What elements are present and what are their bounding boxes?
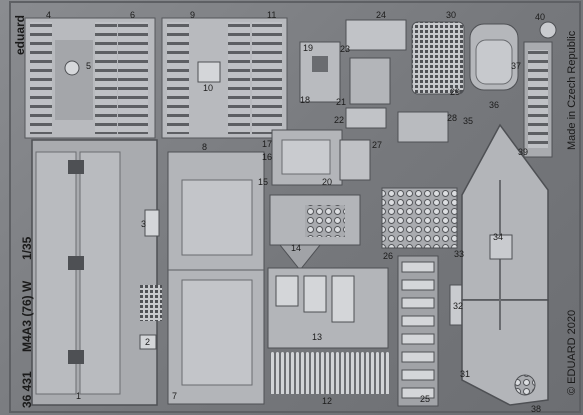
part-number: 30: [446, 10, 457, 20]
part-26-28-dot-grids: [381, 111, 458, 249]
part-number: 27: [372, 140, 383, 150]
part-number: 31: [460, 369, 471, 379]
part-31-34-35-side-plate: [461, 123, 549, 406]
part-number: 28: [447, 113, 458, 123]
part-number: 34: [493, 232, 504, 242]
part-1-floor-panel: [31, 139, 162, 406]
origin-label: Made in Czech Republic: [566, 30, 578, 150]
fret-frame: [9, 1, 581, 413]
part-number: 40: [535, 12, 546, 22]
part-number: 24: [376, 10, 387, 20]
part-15-20-brackets: [271, 129, 371, 186]
kit-scale: 1/35: [20, 236, 34, 260]
part-number: 23: [340, 44, 351, 54]
copyright-label: © EDUARD 2020: [566, 309, 578, 395]
part-number: 7: [172, 391, 178, 401]
brand-logo: eduard: [13, 14, 27, 55]
part-number: 32: [453, 301, 464, 311]
part-number: 26: [383, 251, 394, 261]
part-number: 19: [303, 43, 314, 53]
part-7-8-center-plate: [167, 151, 265, 405]
part-number: 20: [322, 177, 333, 187]
part-number: 12: [322, 396, 333, 406]
part-number: 29: [450, 87, 461, 97]
part-number: 18: [300, 95, 311, 105]
part-36-40-small-right: [514, 21, 557, 396]
kit-title: M4A3 (76) W: [20, 280, 34, 352]
part-9-11-ladder-panel: [161, 17, 288, 139]
product-code: 36 431: [20, 371, 34, 408]
part-18-24-small-parts: [299, 19, 407, 129]
part-number: 37: [511, 61, 522, 71]
part-number: 21: [336, 97, 347, 107]
part-number: 5: [86, 61, 92, 71]
part-number: 35: [463, 116, 474, 126]
part-29-30-grid-screens: [411, 21, 519, 95]
part-number: 10: [203, 83, 214, 93]
part-4-5-ladder-panel: [24, 17, 156, 139]
part-number: 33: [454, 249, 465, 259]
part-number: 17: [262, 139, 273, 149]
part-number: 4: [46, 10, 52, 20]
part-number: 16: [262, 152, 273, 162]
part-number: 6: [130, 10, 136, 20]
part-number: 2: [145, 337, 151, 347]
part-number: 39: [518, 147, 529, 157]
part-number: 36: [489, 100, 500, 110]
part-number: 25: [420, 394, 431, 404]
part-number: 14: [291, 243, 302, 253]
part-number: 1: [76, 391, 82, 401]
part-25-32-strips: [397, 255, 465, 407]
part-number: 22: [334, 115, 345, 125]
part-number: 8: [202, 142, 208, 152]
part-number: 3: [141, 219, 147, 229]
part-number: 9: [190, 10, 196, 20]
part-number: 11: [267, 10, 277, 20]
part-12-13-14-center: [267, 194, 390, 394]
part-number: 38: [531, 404, 542, 414]
part-number: 15: [258, 177, 269, 187]
part-number: 13: [312, 332, 323, 342]
